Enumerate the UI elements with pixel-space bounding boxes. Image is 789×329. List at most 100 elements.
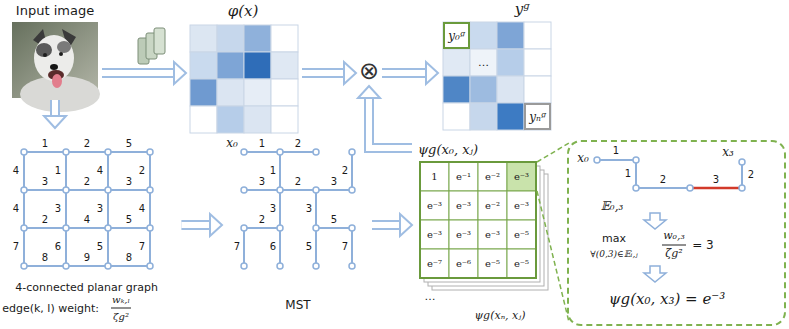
feature-cell (271, 25, 298, 52)
tree-vertex (241, 225, 247, 231)
flow-arrow (382, 62, 438, 84)
arrow-body-inner (181, 222, 212, 228)
output-cell (443, 22, 470, 49)
matrix-cell (449, 191, 478, 220)
label: max (602, 233, 626, 245)
feature-cell (217, 106, 244, 133)
dog-nose (50, 64, 58, 70)
tree-vertex (313, 263, 319, 269)
leader-lines (537, 143, 569, 322)
label: x₃ (722, 146, 734, 159)
label: 2 (295, 139, 301, 150)
label: 2 (139, 166, 145, 177)
flow-arrow (302, 62, 356, 84)
input-photo (12, 22, 100, 112)
tree-edge (280, 151, 316, 153)
graph-edge (107, 228, 109, 266)
tree-vertex (277, 225, 283, 231)
label: 1 (625, 169, 631, 180)
label: 4 (139, 204, 145, 215)
output-cell (524, 22, 551, 49)
node-text: edge(k, l) weight: (2, 303, 99, 315)
label: 2 (295, 177, 301, 188)
tree-vertex (277, 187, 283, 193)
output-cell (443, 103, 470, 130)
label: e⁻⁵ (514, 229, 529, 240)
label: 6 (55, 242, 61, 253)
highlight-cell (444, 23, 469, 48)
tree-vertex (241, 263, 247, 269)
label: 2 (259, 215, 265, 226)
matrix-cell (478, 220, 507, 249)
label: 3 (713, 175, 719, 186)
label: e⁻⁷ (427, 258, 442, 269)
label: 5 (126, 215, 132, 226)
graph-vertex (63, 263, 69, 269)
cnn-layer (154, 28, 165, 54)
matrix-cell (449, 249, 478, 278)
label: 3 (331, 177, 337, 188)
tree-vertex (313, 149, 319, 155)
label: 3 (259, 177, 265, 188)
output-cell (497, 49, 524, 76)
arrow-body (102, 68, 176, 78)
tree-vertex (277, 149, 283, 155)
graph-edge (23, 228, 25, 266)
output-cell (470, 103, 497, 130)
label: e⁻³ (427, 229, 442, 240)
graph-vertex (105, 263, 111, 269)
matrix-layer (432, 174, 548, 290)
label: e⁻¹ (456, 171, 471, 182)
tree-vertex (241, 187, 247, 193)
cnn-icon (138, 28, 165, 64)
label: 7 (13, 242, 19, 253)
node-text: yᵍ (515, 2, 529, 18)
label: ∀(0,3)∈𝔼ᵢ,ⱼ (590, 250, 637, 259)
vertex (739, 159, 745, 165)
down-arrow (644, 266, 666, 282)
matrix-cell (507, 162, 536, 191)
label: e⁻³ (485, 229, 500, 240)
feature-cell (244, 52, 271, 79)
label: 5 (306, 242, 312, 253)
flow-arrow (102, 62, 186, 84)
label: 1 (431, 171, 437, 182)
fraction-bar (111, 308, 131, 309)
graph-edge (149, 152, 151, 190)
label: … (425, 291, 436, 303)
tree-vertex (349, 225, 355, 231)
tree-edge (243, 228, 245, 266)
graph-vertex (147, 187, 153, 193)
flow-arrow (372, 214, 412, 236)
label: 3 (55, 204, 61, 215)
product-symbol: ⊗ (356, 60, 382, 86)
feature-cell (244, 25, 271, 52)
label: 7 (342, 242, 348, 253)
matrix-cell (478, 191, 507, 220)
matrix-cell (420, 191, 449, 220)
graph-vertex (21, 149, 27, 155)
matrix-cell (420, 220, 449, 249)
vertex (739, 185, 745, 191)
arrow-head (174, 62, 186, 84)
graph-edge (24, 227, 66, 229)
arrow-body (382, 68, 428, 78)
feature-cell (190, 106, 217, 133)
tree-edge (279, 228, 281, 266)
tree-vertex (277, 263, 283, 269)
graph-vertex (63, 149, 69, 155)
tree-vertex (349, 263, 355, 269)
arrow-head (426, 62, 438, 84)
graph-edge (66, 265, 108, 267)
label: 4 (13, 204, 19, 215)
graph-vertex (105, 225, 111, 231)
label: e⁻³ (456, 229, 471, 240)
label: 5 (126, 139, 132, 150)
label: 3 (306, 204, 312, 215)
label: y₀ᵍ (448, 29, 464, 42)
path-line (597, 160, 690, 188)
graph-edge (65, 190, 67, 228)
image-panel: Input image (8, 2, 102, 100)
dog-eye (59, 52, 63, 56)
